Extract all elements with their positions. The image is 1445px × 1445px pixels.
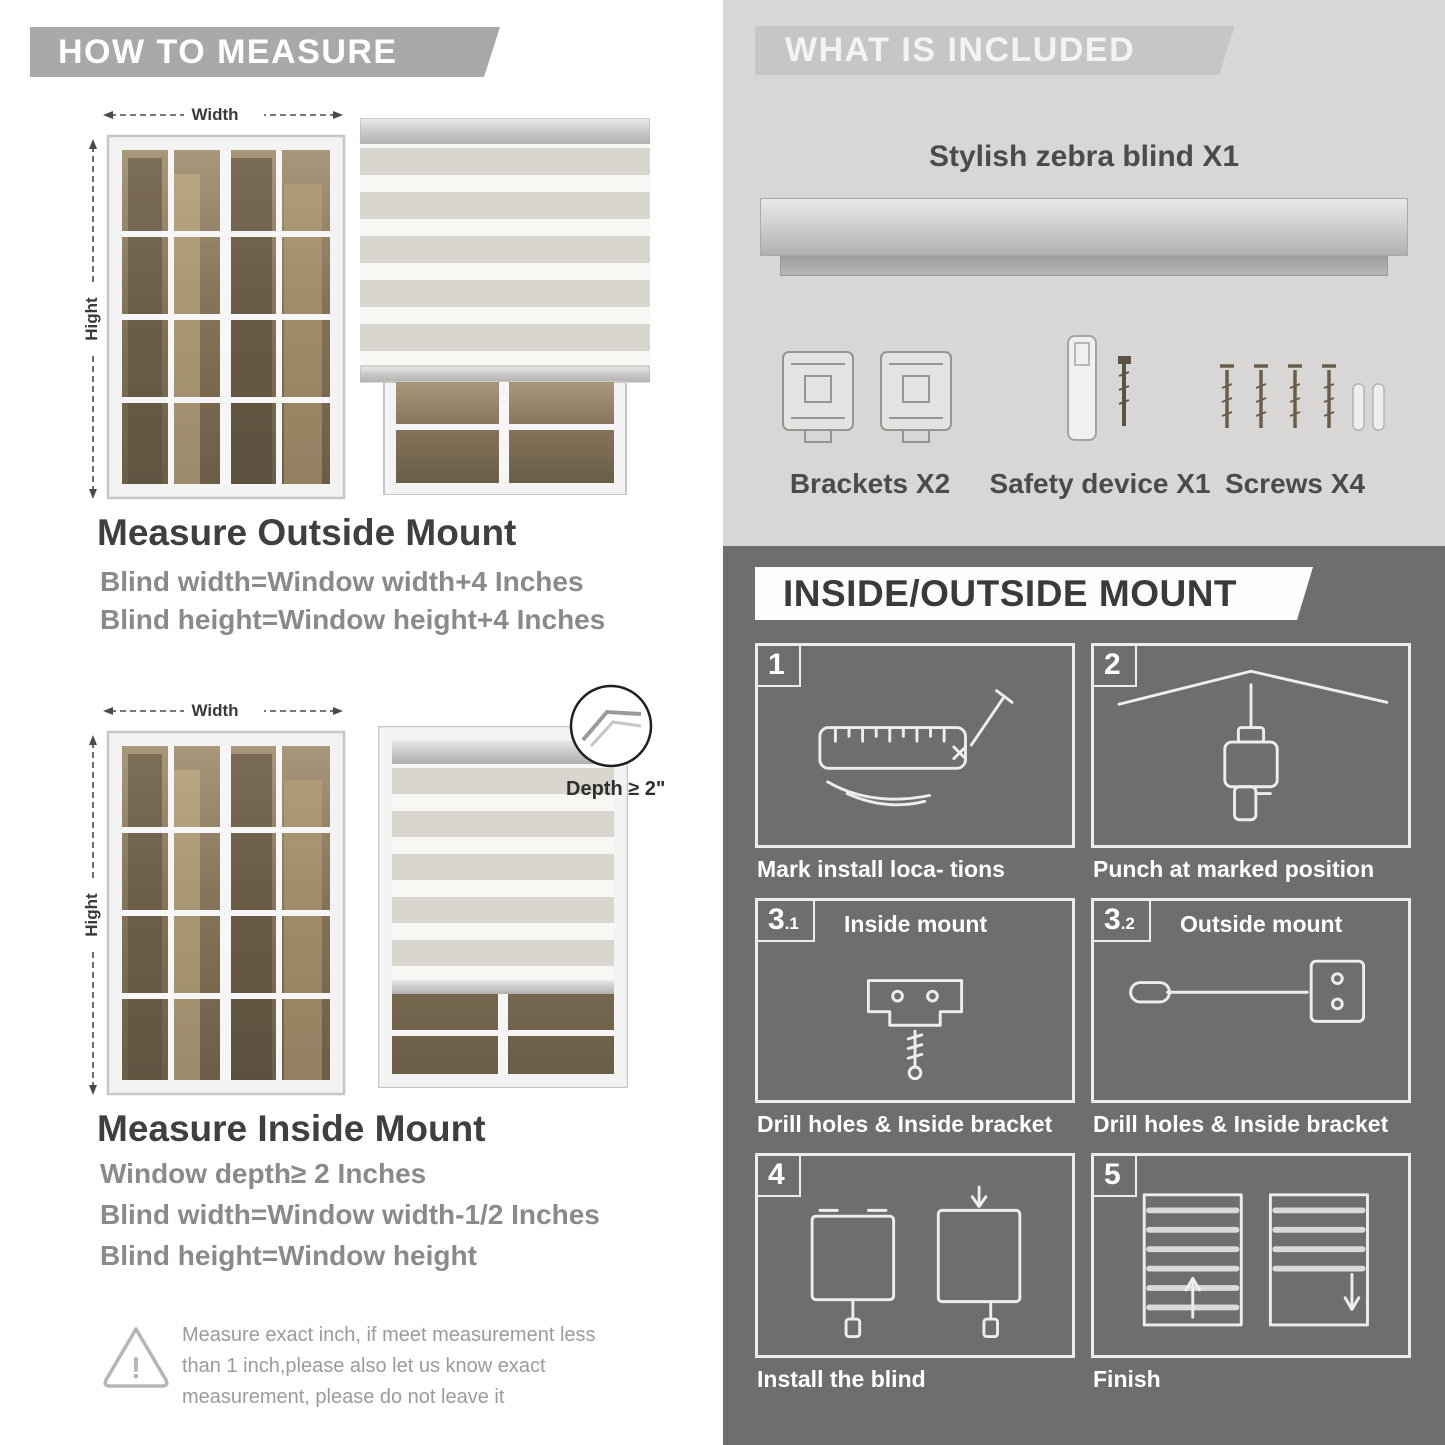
screws-icon [1220,364,1385,431]
width-arrow-label: Width [191,105,239,124]
brackets-label: Brackets X2 [789,468,951,499]
brackets-icon [782,351,952,443]
step-number: 2 [1094,646,1137,687]
height-arrow-label: Hight [82,893,101,937]
finish-illustration [1142,1193,1369,1327]
blind-headrail-lip [780,256,1388,276]
step-number: 5 [1094,1156,1137,1197]
step-panel-outside-mount: 3.2 Outside mount [1091,898,1411,1103]
depth-callout-label: Depth ≥ 2" [566,778,666,800]
step-number: 3.2 [1094,901,1151,942]
warning-triangle-icon: ! [100,1322,172,1392]
how-to-measure-banner: HOW TO MEASURE [30,27,500,77]
inside-mount-heading: Measure Inside Mount [97,1108,486,1149]
step-title: Inside mount [844,911,988,937]
width-arrow-label: Width [191,701,239,720]
inside-formula-height: Blind height=Window height [100,1240,477,1271]
outside-formula-height: Blind height=Window height+4 Inches [100,604,606,635]
step-number: 3.1 [758,901,815,942]
mark-locations-illustration [818,689,1014,807]
outside-formula-width: Blind width=Window width+4 Inches [100,566,584,597]
inside-formula-width: Blind width=Window width-1/2 Inches [100,1199,600,1230]
step-panel-install: 4 [755,1153,1075,1358]
step-panel-mark-locations: 1 [755,643,1075,848]
install-blind-illustration [810,1185,1022,1339]
window-illustration [80,696,350,1096]
inside-bracket-illustration [866,979,964,1081]
step-panel-punch: 2 [1091,643,1411,848]
step-title: Outside mount [1180,911,1343,937]
outside-mount-heading: Measure Outside Mount [97,512,517,553]
inside-outside-mount-banner: INSIDE/OUTSIDE MOUNT [755,567,1313,620]
step-caption-3-2: Drill holes & Inside bracket [1093,1111,1389,1137]
window-figure-inside: Width Hight [80,696,350,1096]
height-arrow-label: Hight [82,297,101,341]
step-caption-2: Punch at marked position [1093,856,1375,882]
step-panel-inside-mount: 3.1 Inside mount [755,898,1075,1103]
step-caption-1: Mark install loca- tions [757,856,1005,882]
step-number: 1 [758,646,801,687]
blind-headrail-illustration [760,198,1408,256]
window-illustration [80,100,350,500]
step-panel-finish: 5 [1091,1153,1411,1358]
safety-device-icon [1067,335,1131,441]
drill-punch-illustration [1117,669,1389,822]
outside-bracket-illustration [1129,959,1366,1023]
window-figure-outside: Width Hight [80,100,350,500]
zebra-blind-outside-illustration [360,118,650,495]
safety-device-label: Safety device X1 [989,468,1211,499]
step-caption-4: Install the blind [757,1366,926,1392]
what-is-included-banner: WHAT IS INCLUDED [755,26,1235,75]
step-caption-3-1: Drill holes & Inside bracket [757,1111,1053,1137]
warning-text: Measure exact inch, if meet measurement … [182,1324,596,1408]
warning-exclamation: ! [131,1352,141,1385]
screws-label: Screws X4 [1224,468,1366,499]
step-caption-5: Finish [1093,1366,1161,1392]
step-number: 4 [758,1156,801,1197]
inside-formula-depth: Window depth≥ 2 Inches [100,1158,427,1189]
depth-callout-circle-icon [569,684,653,768]
included-blind-label: Stylish zebra blind X1 [928,140,1240,173]
